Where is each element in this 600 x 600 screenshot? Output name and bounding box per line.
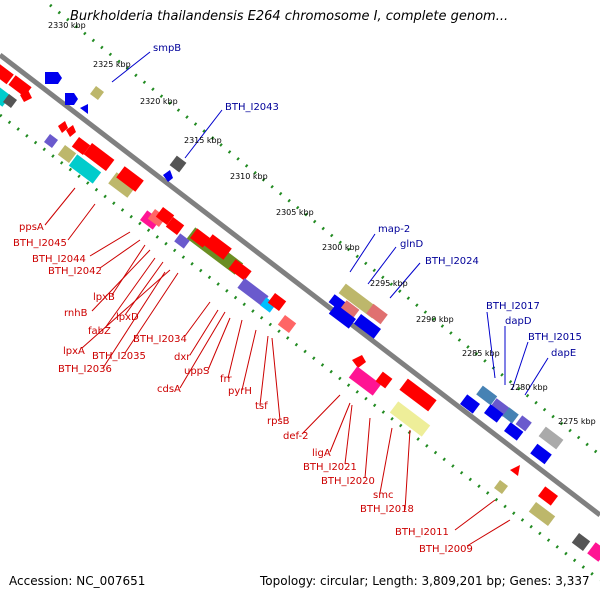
gene-label: BTH_I2021 xyxy=(303,462,357,473)
gene-label: BTH_I2044 xyxy=(32,254,86,265)
scale-label: 2305 kbp xyxy=(276,208,314,217)
forward-leader-lines xyxy=(44,187,511,547)
scale-label: 2320 kbp xyxy=(140,97,178,106)
gene-label: tsf xyxy=(255,401,268,412)
scale-label: 2315 kbp xyxy=(184,136,222,145)
scale-label: 2275 kbp xyxy=(558,417,596,426)
gene-label: frr xyxy=(220,374,232,385)
gene-label: cdsA xyxy=(157,384,181,395)
accession-label: Accession: NC_007651 xyxy=(9,574,146,588)
gene-label: ligA xyxy=(312,448,331,459)
gene-label: BTH_I2011 xyxy=(395,527,449,538)
reverse-leader-lines xyxy=(111,51,549,396)
gene-label: BTH_I2045 xyxy=(13,238,67,249)
gene-label: BTH_I2035 xyxy=(92,351,146,362)
scale-labels: 2330 kbp 2325 kbp 2320 kbp 2315 kbp 2310… xyxy=(48,21,596,426)
gene-label: rnhB xyxy=(64,308,88,319)
gene-label: pyrH xyxy=(228,386,252,397)
scale-label: 2295 kbp xyxy=(370,279,408,288)
gene-label: map-2 xyxy=(378,224,410,235)
gene-label: BTH_I2034 xyxy=(133,334,187,345)
gene-label: dapD xyxy=(505,316,532,327)
gene-label: lpxA xyxy=(63,346,85,357)
gene-label: lpxD xyxy=(116,312,139,323)
inner-tick-track xyxy=(0,113,600,582)
gene-label: BTH_I2015 xyxy=(528,332,582,343)
gene-label: rpsB xyxy=(267,416,290,427)
scale-label: 2285 kbp xyxy=(462,349,500,358)
scale-label: 2280 kbp xyxy=(510,383,548,392)
reverse-gene-labels: smpB BTH_I2043 map-2 glnD BTH_I2024 BTH_… xyxy=(153,43,582,359)
gene-label: BTH_I2009 xyxy=(419,544,473,555)
scale-label: 2330 kbp xyxy=(48,21,86,30)
gene-label: BTH_I2043 xyxy=(225,102,279,113)
gene-label: lpxB xyxy=(93,292,115,303)
scale-label: 2300 kbp xyxy=(322,243,360,252)
gene-label: glnD xyxy=(400,239,423,250)
topology-label: Topology: circular; Length: 3,809,201 bp… xyxy=(260,574,590,588)
gene-label: ppsA xyxy=(19,222,44,233)
reverse-features xyxy=(45,72,564,465)
gene-label: smpB xyxy=(153,43,181,54)
gene-label: dxr xyxy=(174,352,191,363)
gene-label: dapE xyxy=(551,348,576,359)
forward-gene-labels: ppsA BTH_I2045 BTH_I2044 BTH_I2042 lpxB … xyxy=(13,222,473,555)
gene-label: BTH_I2024 xyxy=(425,256,479,267)
gene-label: uppS xyxy=(184,366,209,377)
gene-label: fabZ xyxy=(88,326,111,337)
gene-label: BTH_I2020 xyxy=(321,476,375,487)
gene-label: smc xyxy=(373,490,393,501)
backbone xyxy=(0,53,600,517)
gene-label: BTH_I2042 xyxy=(48,266,102,277)
gene-label: BTH_I2036 xyxy=(58,364,112,375)
gene-label: BTH_I2017 xyxy=(486,301,540,312)
scale-label: 2310 kbp xyxy=(230,172,268,181)
gene-label: BTH_I2018 xyxy=(360,504,414,515)
gene-label: def-2 xyxy=(283,431,308,442)
scale-label: 2290 kbp xyxy=(416,315,454,324)
forward-features xyxy=(0,63,600,562)
map-title: Burkholderia thailandensis E264 chromoso… xyxy=(70,9,509,24)
scale-label: 2325 kbp xyxy=(93,60,131,69)
